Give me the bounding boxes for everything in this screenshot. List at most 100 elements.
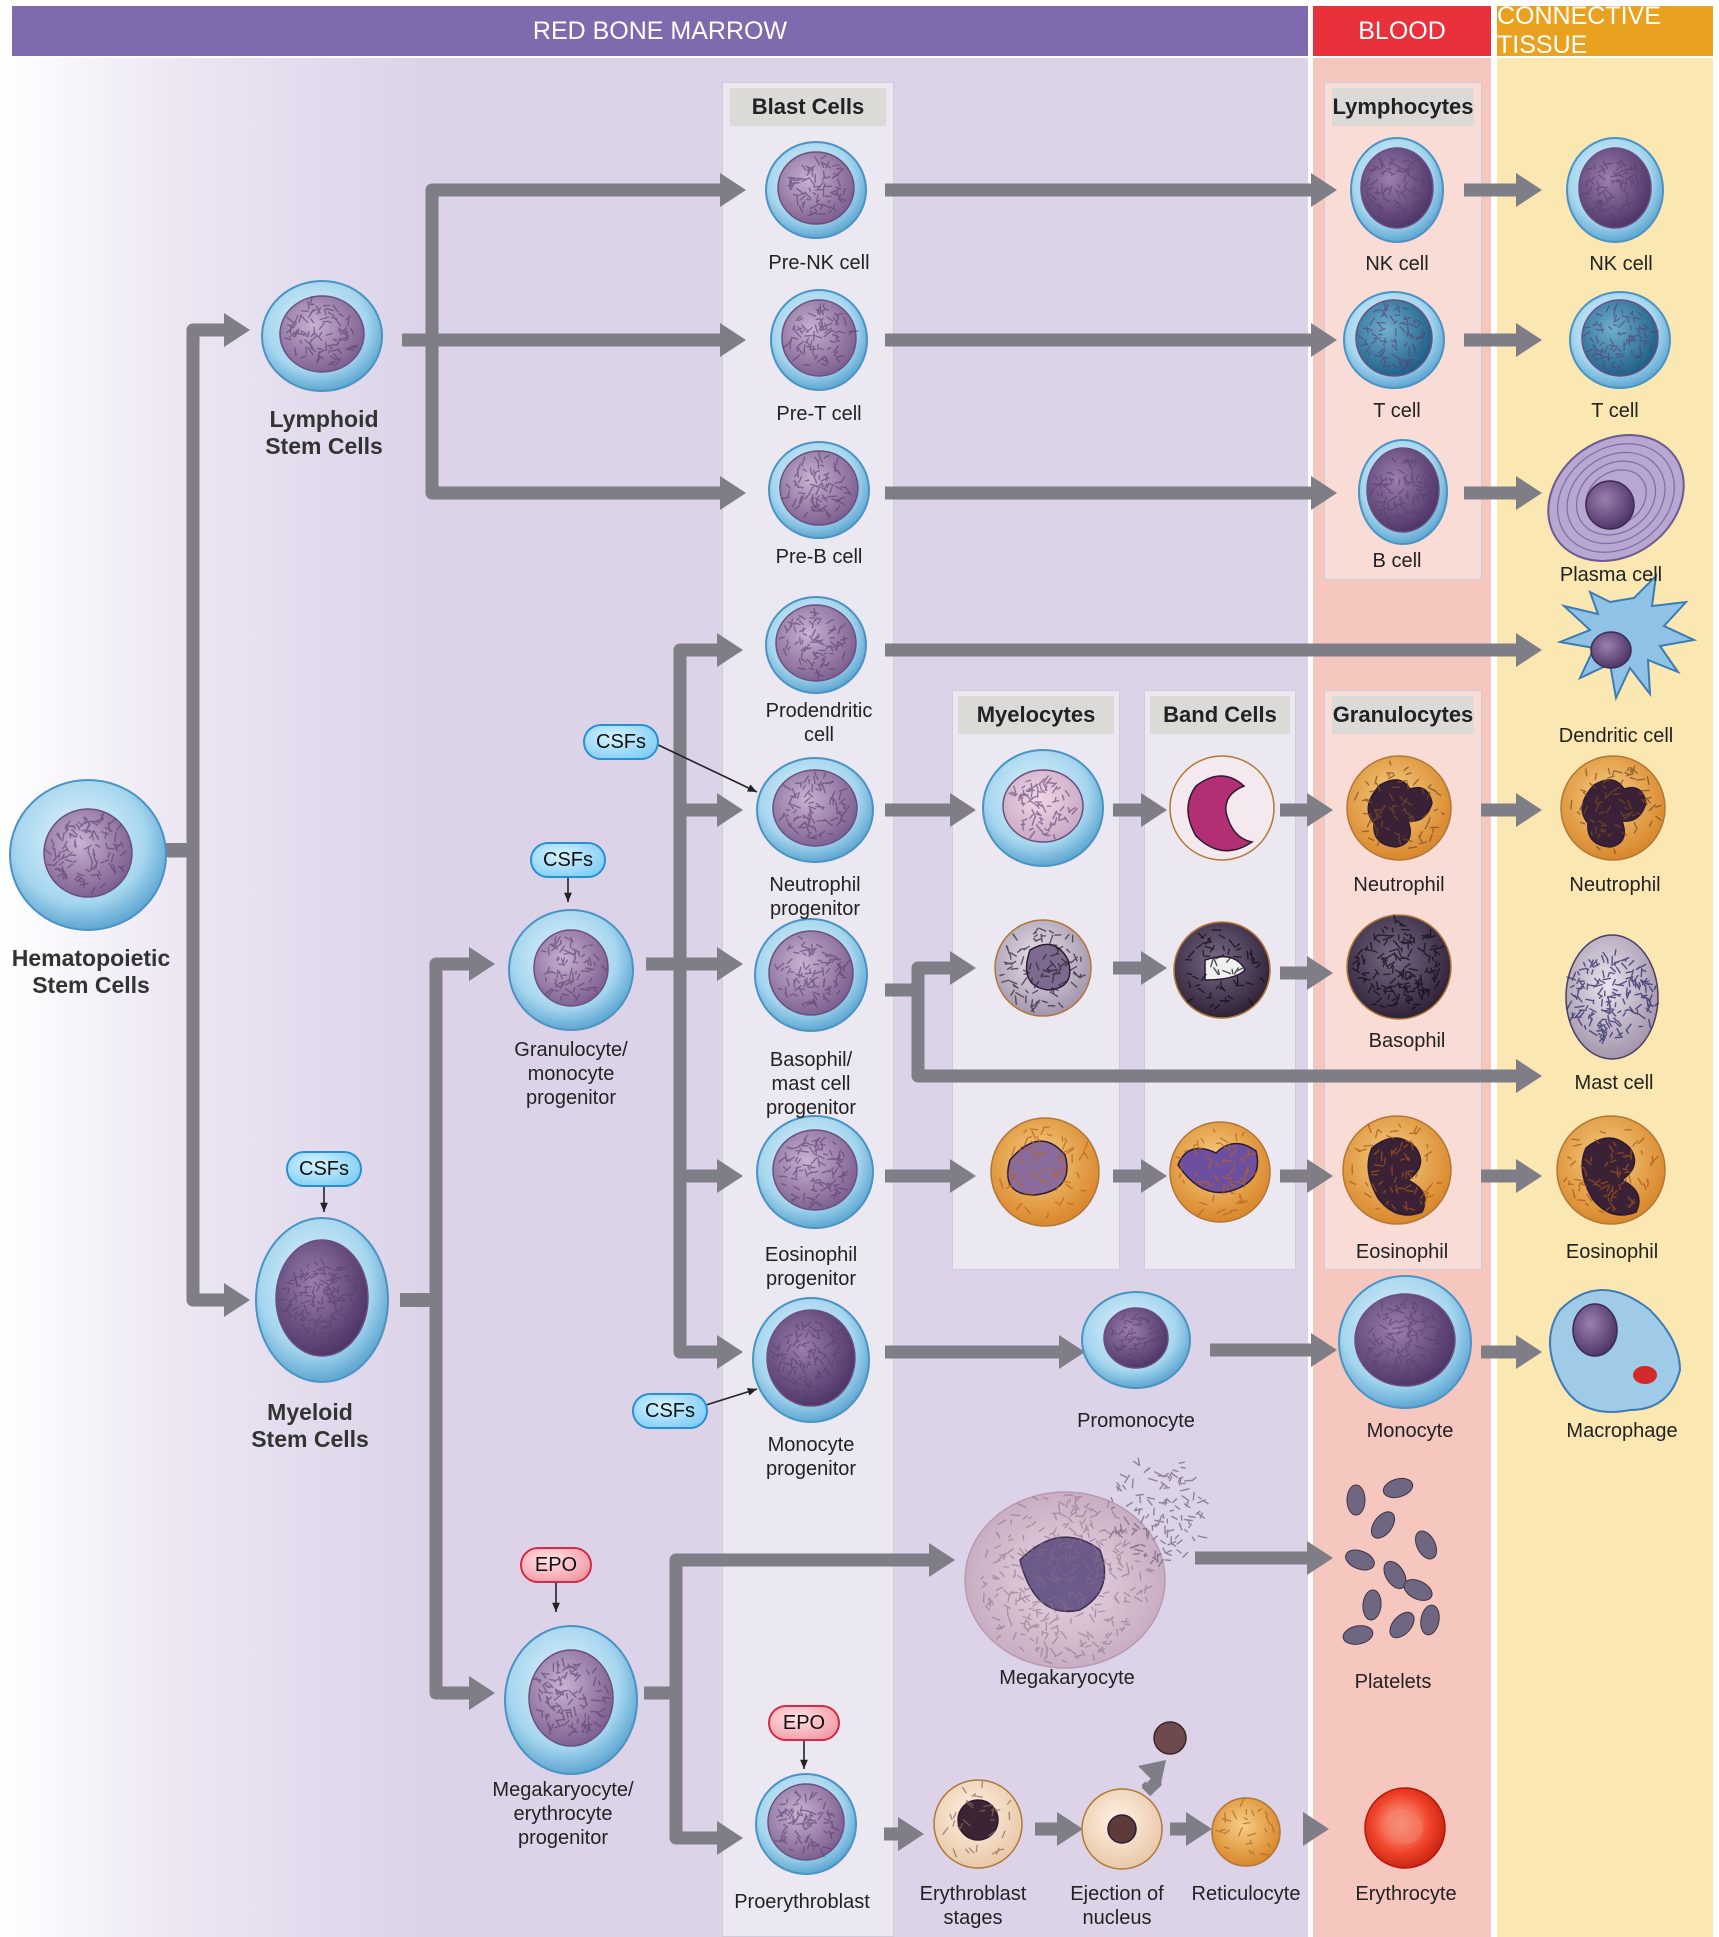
- tissue-neutrophil-granules: [1570, 765, 1662, 855]
- blood-t-cell-nucleus: [1355, 299, 1433, 377]
- platelet: [1362, 1589, 1382, 1621]
- megakaryocyte-cell: [964, 1491, 1166, 1669]
- blood-neutrophil: [1346, 755, 1452, 861]
- myeloid-to-gm-arrow-head: [469, 947, 495, 981]
- tissue-plasma-cell-label: Plasma cell: [1559, 564, 1663, 586]
- monocyte-progenitor-cell-chromatin: [768, 1320, 851, 1405]
- platelet: [1414, 1530, 1438, 1560]
- prodendritic-cell: [765, 596, 867, 694]
- eosinophil-progenitor-label: Eosinophil progenitor: [764, 1244, 858, 1290]
- epo-to-me-pointer-head: [552, 1602, 560, 1612]
- tissue-macrophage: [1549, 1289, 1682, 1413]
- blood-neutrophil-granules: [1353, 760, 1445, 849]
- tissue-nk-cell-label: NK cell: [1589, 253, 1653, 275]
- megakaryocyte-granules: [980, 1494, 1155, 1664]
- megakaryocyte-label: Megakaryocyte: [999, 1667, 1135, 1689]
- reticulocyte-to-erythrocyte-arrow-head: [1303, 1812, 1329, 1846]
- gm-to-monocyte-arrow-head: [717, 1335, 743, 1369]
- neutrophil-prog-to-myelocyte-arrow-head: [950, 793, 976, 827]
- reticulocyte-label: Reticulocyte: [1191, 1883, 1301, 1905]
- neutrophil-myelocyte-chromatin: [1008, 775, 1078, 840]
- blood-t-cell-label: T cell: [1373, 400, 1421, 422]
- lymphoid-to-pre-b-arrow-head: [720, 476, 746, 510]
- platelet: [1389, 1611, 1415, 1639]
- ejected-nucleus: [1153, 1721, 1187, 1755]
- blood-monocyte-chromatin: [1366, 1297, 1447, 1382]
- lymphoid-to-pre-b-arrow: [425, 340, 722, 500]
- platelet: [1403, 1579, 1433, 1601]
- erythrocyte-center: [1387, 1812, 1423, 1844]
- reticulocyte-cell-body: [1211, 1797, 1281, 1867]
- me-progenitor-cell: [504, 1625, 638, 1775]
- epo-badge-proerythroblast: EPO: [768, 1705, 840, 1741]
- platelet: [1420, 1604, 1440, 1636]
- csf-to-gm-pointer-head: [564, 892, 572, 902]
- pre-t-cell-label: Pre-T cell: [776, 403, 862, 425]
- proerythroblast-label: Proerythroblast: [734, 1891, 870, 1913]
- myeloid-to-me-arrow-head: [469, 1676, 495, 1710]
- blood-nk-cell: [1350, 137, 1444, 243]
- eosinophil-myelocyte-to-band-arrow-head: [1141, 1159, 1167, 1193]
- pre-nk-cell: [765, 141, 867, 239]
- prodendritic-to-dendritic-arrow-head: [1516, 633, 1542, 667]
- band-cells-header: Band Cells: [1150, 696, 1290, 734]
- neutrophil-band-cell-nucleus: [1187, 775, 1254, 852]
- tissue-macrophage-label: Macrophage: [1566, 1420, 1678, 1442]
- basophil-prog-to-myelocyte-arrow: [885, 961, 952, 997]
- nk-to-tissue-arrow-head: [1516, 173, 1542, 207]
- macrophage-body: [1549, 1289, 1682, 1413]
- csf-badge-myeloid: CSFs: [286, 1151, 362, 1187]
- blood-t-cell: [1343, 291, 1445, 389]
- csf-to-monocyte-pointer-head: [747, 1388, 757, 1396]
- platelet: [1342, 1625, 1374, 1645]
- gm-to-eosinophil-arrow-head: [717, 1159, 743, 1193]
- eosinophil-band-cell-granules: [1175, 1128, 1258, 1217]
- eosinophil-myelocyte: [990, 1117, 1100, 1227]
- eosinophil-progenitor-cell-chromatin: [778, 1134, 849, 1209]
- eosinophil-myelocyte-nucleus: [1007, 1140, 1068, 1196]
- tissue-mast-cell-label: Mast cell: [1574, 1072, 1654, 1094]
- gm-to-prodendritic-arrow-head: [717, 633, 743, 667]
- basophil-progenitor-label: Basophil/ mast cell progenitor: [765, 1049, 857, 1119]
- monocyte-progenitor-label: Monocyte progenitor: [765, 1434, 857, 1480]
- basophil-myelocyte-to-band-arrow-head: [1141, 951, 1167, 985]
- reticulocyte-cell: [1211, 1797, 1281, 1867]
- eosinophil-band-to-blood-arrow-head: [1307, 1159, 1333, 1193]
- prodendritic-cell-chromatin: [778, 607, 849, 681]
- tissue-eosinophil: [1556, 1115, 1666, 1225]
- lymphoid-to-pre-nk-arrow: [402, 183, 722, 347]
- eosinophil-myelocyte-granules: [999, 1126, 1089, 1219]
- blood-eosinophil: [1342, 1115, 1452, 1225]
- proerythroblast-cell-chromatin: [774, 1789, 840, 1858]
- neutrophil-progenitor-cell-chromatin: [778, 771, 850, 840]
- blood-eosinophil-label: Eosinophil: [1355, 1241, 1449, 1263]
- prodendritic-cell-nucleus: [775, 604, 857, 682]
- erythroblast-to-ejection-arrow-head: [1057, 1812, 1083, 1846]
- lymphoid-stem-cells-label: Lymphoid Stem Cells: [265, 406, 383, 459]
- blood-nk-cell-chromatin: [1363, 156, 1427, 224]
- gm-progenitor-label: Granulocyte/ monocyte progenitor: [514, 1039, 628, 1109]
- marrow-header: RED BONE MARROW: [12, 6, 1308, 56]
- reticulocyte-cell-granules: [1215, 1797, 1275, 1856]
- blood-monocyte: [1338, 1275, 1472, 1409]
- csf-badge-gm-progenitor: CSFs: [530, 842, 606, 878]
- dendritic-cell-nucleus: [1590, 631, 1632, 669]
- tissue-neutrophil-label: Neutrophil: [1569, 874, 1661, 896]
- pre-nk-cell-label: Pre-NK cell: [768, 252, 870, 274]
- blood-b-cell-chromatin: [1370, 457, 1434, 522]
- promonocyte-label: Promonocyte: [1077, 1410, 1195, 1432]
- myeloid-stem-cells-label: Myeloid Stem Cells: [251, 1399, 369, 1452]
- blood-t-cell-chromatin: [1356, 301, 1426, 370]
- me-progenitor-label: Megakaryocyte/ erythrocyte progenitor: [492, 1779, 634, 1849]
- monocyte-prog-to-promonocyte-arrow-head: [1059, 1335, 1085, 1369]
- ejected-nucleus-arrow-head: [1138, 1760, 1166, 1788]
- csf-to-neutrophil-pointer: [651, 741, 758, 793]
- eosinophil-blood-to-tissue-arrow-head: [1516, 1159, 1542, 1193]
- epo-to-proerythroblast-pointer-head: [800, 1759, 808, 1769]
- csf-to-neutrophil-pointer-head: [747, 784, 757, 792]
- eosinophil-prog-to-myelocyte-arrow-head: [950, 1159, 976, 1193]
- blood-platelets-label: Platelets: [1354, 1671, 1432, 1693]
- basophil-myelocyte-granules: [999, 927, 1086, 1013]
